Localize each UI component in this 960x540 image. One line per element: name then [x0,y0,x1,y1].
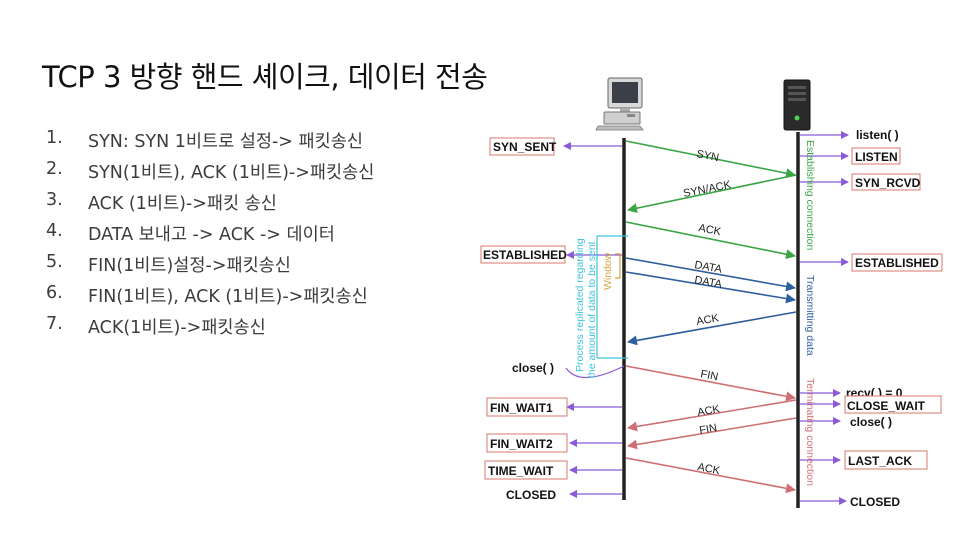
data-messages [625,257,797,346]
process-note-line2: the amount of data to be sent [586,241,598,378]
process-note-line1: Process replicated regarding [574,238,586,372]
state-close-wait: CLOSE_WAIT [847,399,926,413]
client-state-arrows [563,142,622,498]
close-wait-box [844,395,942,414]
step-item: 6.FIN(1비트), ACK (1비트)->패킷송신 [46,283,374,314]
phase-transmitting: Transmitting data [804,275,816,356]
ack-arrow-1 [625,221,796,260]
step-item: 4.DATA 보내고 -> ACK -> 데이터 [46,221,374,252]
steps-list: 1.SYN: SYN 1비트로 설정-> 패킷송신 2.SYN(1비트), AC… [46,128,374,345]
state-syn-sent: SYN_SENT [493,140,557,154]
msg-fin-2: FIN [698,422,718,437]
server-established-box [851,253,943,272]
step-item: 5.FIN(1비트)설정->패킷송신 [46,252,374,283]
msg-syn-ack: SYN/ACK [682,179,732,200]
termination-messages [565,365,797,494]
process-bracket: Process replicated regarding the amount … [574,235,628,378]
step-text: DATA 보내고 -> ACK -> 데이터 [88,225,335,245]
fin-arrow-1 [625,365,796,402]
state-listen-call: listen( ) [856,128,899,142]
ack-arrow-2 [627,311,797,346]
state-time-wait: TIME_WAIT [488,464,554,478]
window-label: Window [602,252,614,290]
msg-data-1: DATA [693,259,723,276]
msg-fin-1: FIN [699,368,719,383]
slide-title: TCP 3 방향 핸드 셰이크, 데이터 전송 [42,60,488,94]
time-wait-box [484,460,568,480]
client-computer-icon [595,77,644,131]
state-client-established: ESTABLISHED [483,248,567,262]
step-item: 1.SYN: SYN 1비트로 설정-> 패킷송신 [46,128,374,159]
state-server-closed: CLOSED [850,495,900,509]
msg-ack-4: ACK [696,461,721,477]
msg-ack-1: ACK [697,222,722,238]
listen-box [851,147,901,165]
data-arrow-1 [625,257,796,292]
state-fin-wait1: FIN_WAIT1 [490,401,553,415]
state-client-close-call: close( ) [512,361,554,375]
msg-ack-2: ACK [695,312,720,328]
server-icon [783,79,811,131]
last-ack-box [844,450,928,470]
step-text: SYN: SYN 1비트로 설정-> 패킷송신 [88,132,363,152]
client-established-box [480,245,566,264]
step-text: FIN(1비트)설정->패킷송신 [88,256,291,276]
state-syn-rcvd: SYN_RCVD [855,176,921,190]
msg-ack-3: ACK [696,403,721,419]
data-arrow-2 [625,271,796,304]
close-curve [565,365,625,379]
ack-arrow-3 [627,399,797,432]
state-server-established: ESTABLISHED [855,256,939,270]
step-item: 3.ACK (1비트)->패킷 송신 [46,190,374,221]
syn-ack-arrow [627,174,797,214]
state-last-ack: LAST_ACK [848,454,912,468]
window-bracket: Window [602,252,621,290]
step-text: ACK(1비트)->패킷송신 [88,318,266,338]
fin-wait2-box [486,433,568,453]
phase-establishing: Establishing connection [804,140,816,250]
tcp-sequence-diagram: SYN SYN/ACK ACK DATA DATA ACK FIN ACK FI… [480,77,943,509]
msg-syn: SYN [695,148,720,164]
handshake-messages [625,140,797,260]
step-item: 2.SYN(1비트), ACK (1비트)->패킷송신 [46,159,374,190]
fin-arrow-2 [627,417,797,450]
phase-terminating: Terminating connection [804,378,816,486]
step-text: ACK (1비트)->패킷 송신 [88,194,277,214]
state-client-closed: CLOSED [506,488,556,502]
step-text: FIN(1비트), ACK (1비트)->패킷송신 [88,287,368,307]
state-listen: LISTEN [855,150,898,164]
fin-wait1-box [486,397,568,417]
server-state-arrows [800,131,849,505]
step-text: SYN(1비트), ACK (1비트)->패킷송신 [88,163,375,183]
state-server-close-call: close( ) [850,415,892,429]
ack-arrow-4 [625,457,796,494]
state-fin-wait2: FIN_WAIT2 [490,437,553,451]
msg-data-2: DATA [693,274,723,291]
syn-arrow [625,140,796,179]
syn-sent-box [489,137,555,156]
step-item: 7.ACK(1비트)->패킷송신 [46,314,374,345]
syn-rcvd-box [851,173,921,191]
